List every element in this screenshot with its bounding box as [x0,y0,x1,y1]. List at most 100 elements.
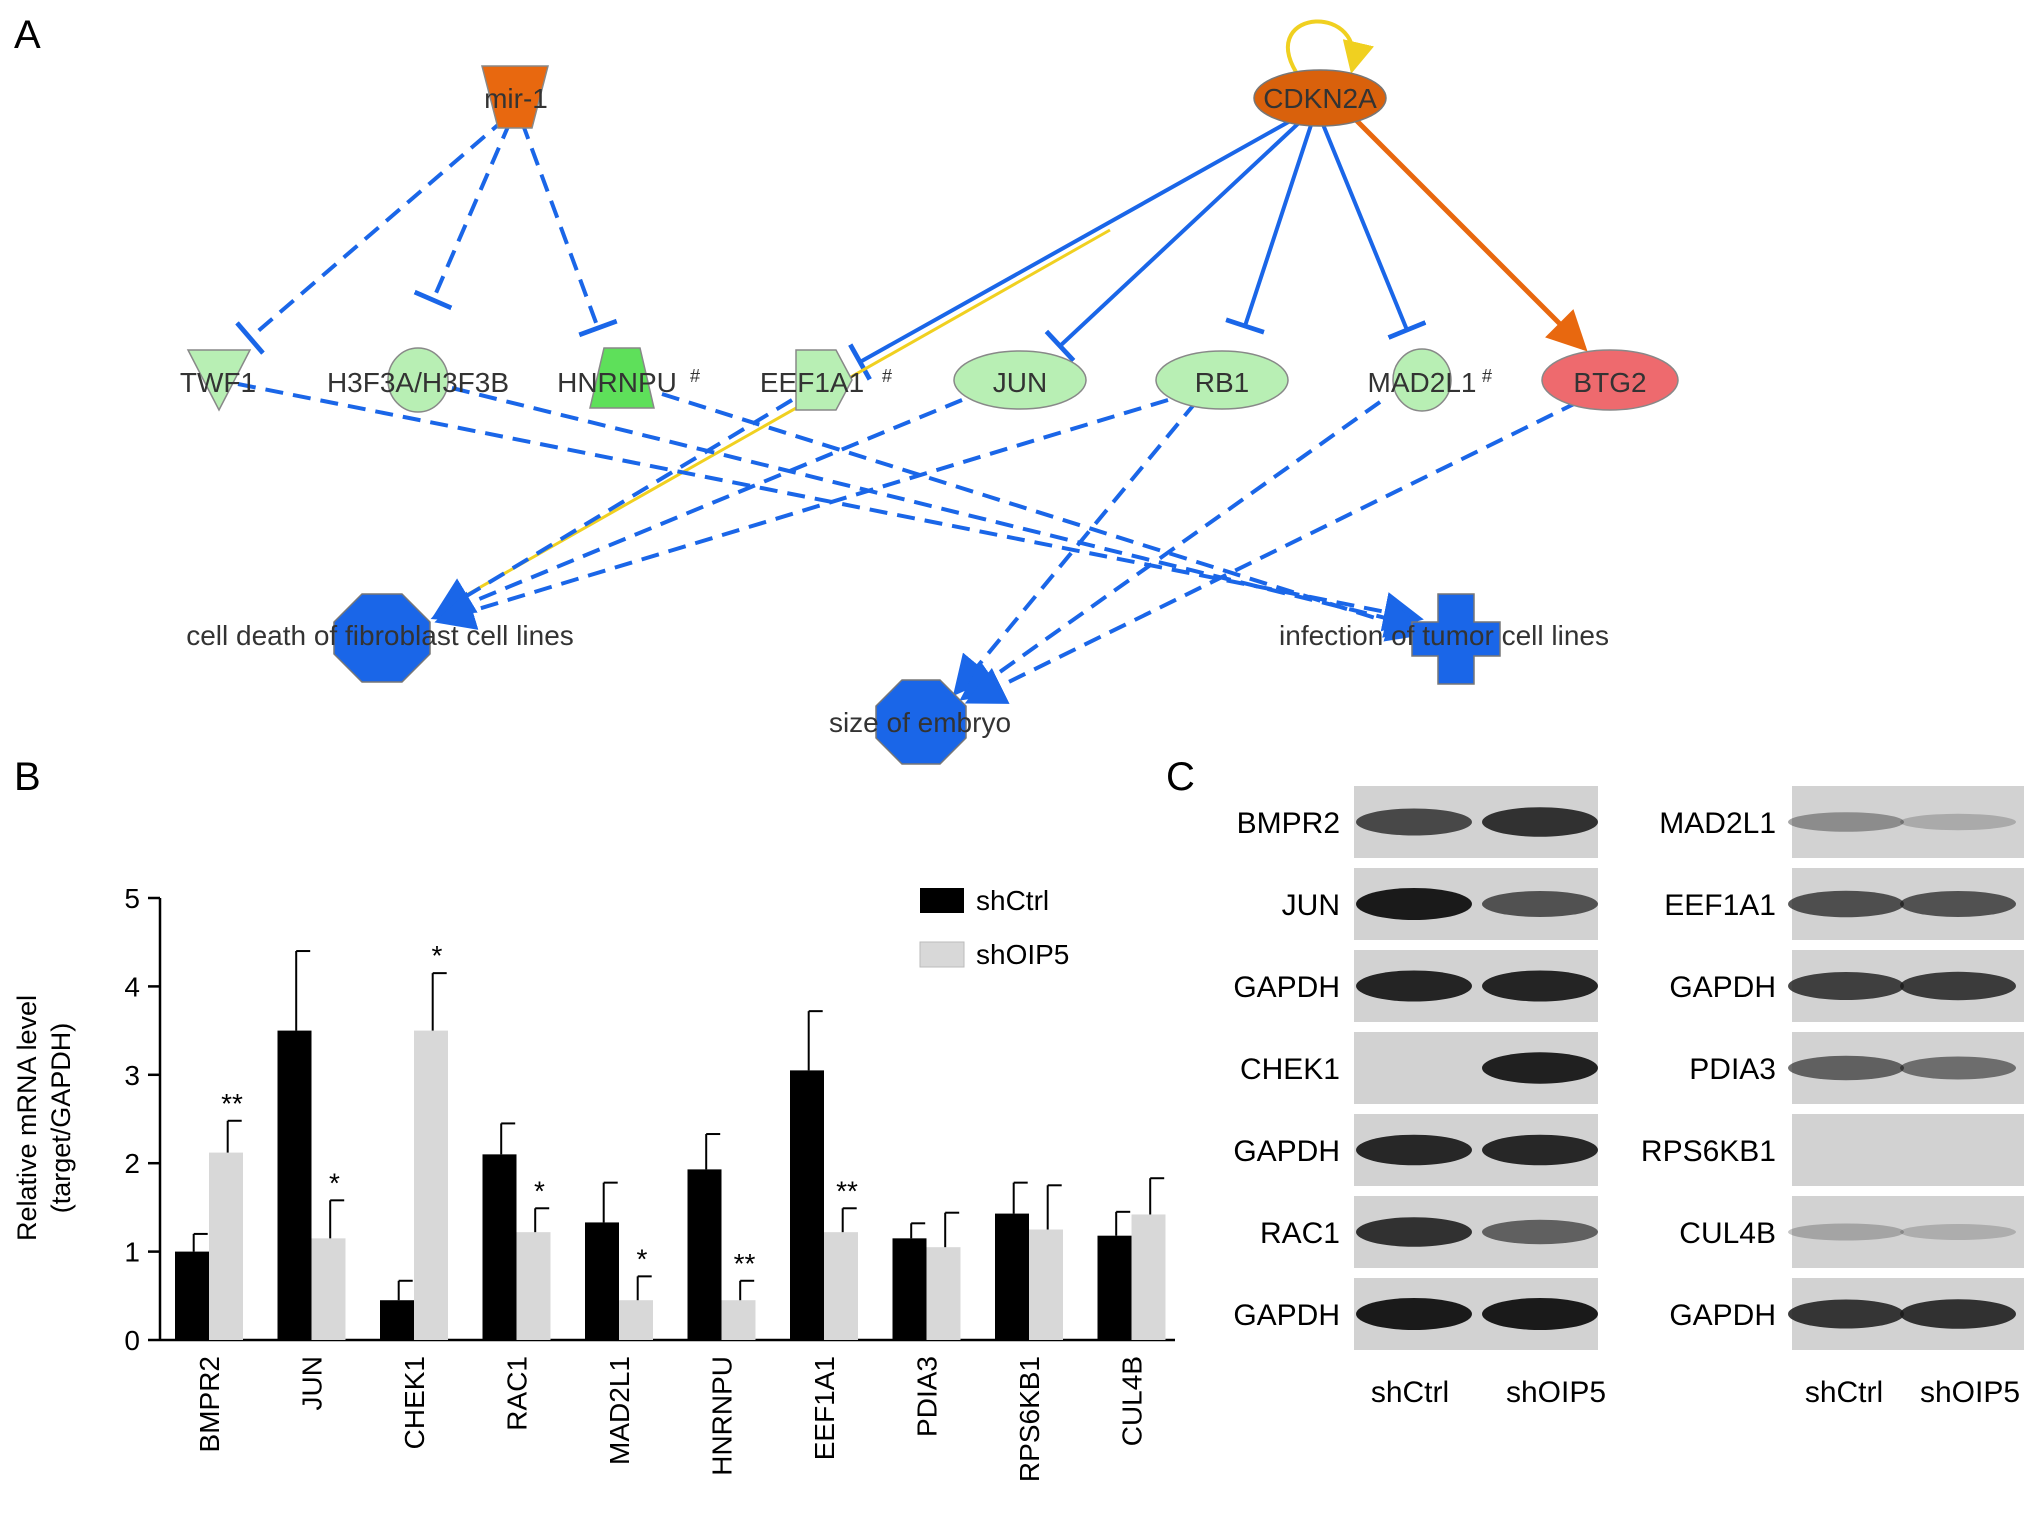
bar-eef1a1-shctrl [790,1070,824,1340]
blot-band [1482,1052,1598,1084]
category-label: PDIA3 [912,1356,943,1437]
blot-lane-label: shOIP5 [1920,1376,2020,1409]
category-label: EEF1A1 [809,1356,840,1460]
bar-rps6kb1-shoip5 [1029,1229,1063,1340]
blot-band [1356,888,1472,920]
y-tick-label: 2 [124,1148,140,1179]
blot-row-label: RAC1 [1260,1217,1340,1250]
svg-text:infection of tumor cell lines: infection of tumor cell lines [1279,620,1609,651]
category-label: CHEK1 [399,1356,430,1449]
blot-band [1356,1217,1472,1247]
svg-text:#: # [690,366,700,386]
svg-text:H3F3A/H3F3B: H3F3A/H3F3B [327,367,509,398]
edge-mad2l1-embryo [959,400,1382,701]
y-tick-label: 4 [124,971,140,1002]
category-label: RPS6KB1 [1014,1356,1045,1482]
svg-text:HNRNPU: HNRNPU [557,367,677,398]
legend: shCtrl shOIP5 [919,885,1069,970]
bar-pdia3-shoip5 [926,1247,961,1340]
bar-cul4b-shoip5 [1131,1214,1166,1340]
legend-label-shoip5: shOIP5 [976,939,1069,970]
node-cell-death: cell death of fibroblast cell lines [186,593,574,683]
y-tick-label: 3 [124,1060,140,1091]
node-jun: JUN [953,350,1087,410]
blot-band [1788,812,1904,832]
category-label: HNRNPU [707,1356,738,1476]
y-axis-label-line1: Relative mRNA level [12,995,42,1241]
blot-row-label: JUN [1282,889,1340,922]
significance-marker: ** [836,1175,858,1206]
bar-pdia3-shctrl [892,1238,927,1340]
bar-rac1-shctrl [482,1154,517,1340]
blot-band [1482,807,1598,837]
node-rb1: RB1 [1155,350,1289,410]
bar-mad2l1-shoip5 [619,1300,653,1340]
bar-chek1-shctrl [380,1300,414,1340]
edge-mir1-hnrnpu [520,121,618,338]
blot-row-label: CHEK1 [1240,1053,1340,1086]
significance-marker: * [432,940,443,971]
edge-mir1-twf1 [235,116,508,355]
svg-text:BTG2: BTG2 [1573,367,1646,398]
blot-band [1788,972,1904,1000]
edge-btg2-embryo [964,400,1579,704]
blot-row-label: GAPDH [1233,1135,1340,1168]
category-label: BMPR2 [194,1356,225,1452]
edge-cdkn2a-jun [1044,118,1304,363]
blot-band [1900,813,2016,831]
significance-marker: * [534,1175,545,1206]
blot-band [1788,1299,1904,1329]
svg-text:JUN: JUN [993,367,1047,398]
bar-rac1-shoip5 [516,1232,551,1340]
network-edges [235,19,1588,704]
node-infection: infection of tumor cell lines [1279,593,1609,685]
y-tick-label: 1 [124,1237,140,1268]
blot-row-label: GAPDH [1233,971,1340,1004]
blot-lane-label: shCtrl [1371,1376,1449,1409]
node-twf1: TWF1 [180,349,256,412]
category-label: JUN [297,1356,328,1410]
network-panel: mir-1 CDKN2A TWF1 H3F3A/H3F3B HNRNPU # E… [180,19,1679,765]
edge-eef1a1-celldeath [433,398,794,617]
blot-band [1900,1056,2016,1080]
blot-row-label: GAPDH [1669,971,1776,1004]
y-axis-label-line2: (target/GAPDH) [46,1023,76,1214]
svg-text:#: # [882,366,892,386]
node-h3f3a: H3F3A/H3F3B [327,347,509,413]
significance-marker: * [637,1243,648,1274]
blot-band [1900,971,2016,1001]
blot-band [1788,890,1904,918]
edge-cdkn2a-eef1a1 [848,118,1293,381]
legend-swatch-shoip5 [919,941,965,968]
bar-jun-shoip5 [311,1238,346,1340]
node-mir1: mir-1 [481,65,549,129]
edge-rb1-embryo [952,400,1198,697]
blot-band [1788,1223,1904,1241]
category-label: MAD2L1 [604,1356,635,1465]
edge-h3f3a-infection [451,386,1426,638]
y-tick-label: 0 [124,1325,140,1356]
bar-bmpr2-shoip5 [209,1152,243,1340]
bar-rps6kb1-shctrl [995,1213,1029,1340]
blot-row-label: BMPR2 [1237,807,1340,840]
category-label: CUL4B [1117,1356,1148,1446]
blot-band [1482,1298,1598,1330]
bar-bmpr2-shctrl [175,1251,209,1340]
blot-band [1356,1134,1472,1166]
node-size-embryo: size of embryo [829,679,1011,765]
node-cdkn2a: CDKN2A [1253,69,1387,127]
blot-row-label: EEF1A1 [1664,889,1776,922]
blot-lane-label: shCtrl [1805,1376,1883,1409]
node-mad2l1: MAD2L1 # [1368,348,1492,412]
bar-cul4b-shctrl [1097,1235,1132,1340]
svg-text:cell death of fibroblast cell: cell death of fibroblast cell lines [186,620,574,651]
edge-cdkn2a-rb1 [1225,121,1314,335]
edge-cdkn2a-btg2 [1346,110,1588,352]
node-btg2: BTG2 [1541,349,1679,411]
node-eef1a1: EEF1A1 # [760,349,892,411]
bar-hnrnpu-shctrl [687,1169,722,1340]
